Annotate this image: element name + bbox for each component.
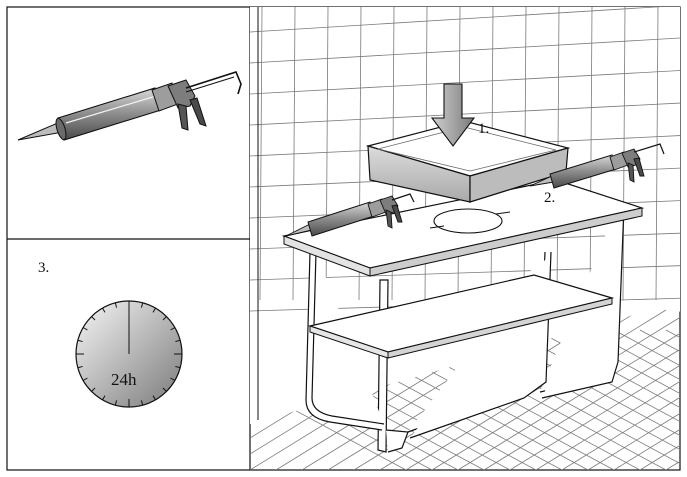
down-arrow-icon — [430, 83, 476, 147]
stopwatch-24h-icon — [75, 300, 183, 408]
step-1-label: 1. — [478, 121, 489, 137]
caulking-gun-icon — [17, 71, 242, 141]
step-2-label: 2. — [544, 190, 555, 206]
step-3-label: 3. — [38, 260, 49, 276]
caulking-gun-left-icon — [285, 193, 415, 237]
countertop — [281, 179, 645, 277]
lower-shelf — [307, 274, 615, 359]
caulking-gun-right-icon — [529, 143, 665, 189]
drain-hole — [433, 208, 503, 234]
vessel-basin — [365, 120, 571, 203]
duration-label: 24h — [111, 370, 137, 389]
